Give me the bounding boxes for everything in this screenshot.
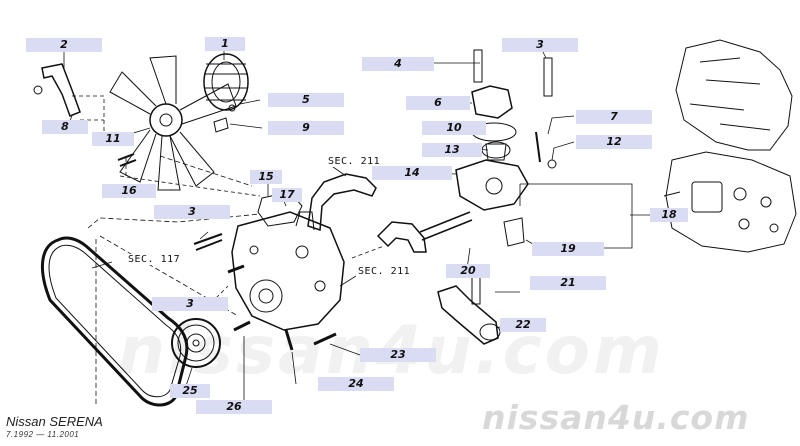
callout-1[interactable]: 1 xyxy=(205,37,245,51)
callout-19[interactable]: 19 xyxy=(532,242,604,256)
leader-lines xyxy=(63,45,650,404)
callout-24[interactable]: 24 xyxy=(318,377,394,391)
lower-hose xyxy=(376,221,427,253)
callout-22[interactable]: 22 xyxy=(500,318,546,332)
water-pump xyxy=(231,211,345,331)
bolt-3c xyxy=(227,264,245,274)
bolt-24 xyxy=(284,329,294,351)
callout-3-mid[interactable]: 3 xyxy=(154,205,230,219)
callout-14[interactable]: 14 xyxy=(372,166,452,180)
bolt-21 xyxy=(471,273,481,305)
callout-8[interactable]: 8 xyxy=(42,120,88,134)
cooling-fan xyxy=(109,55,237,191)
callout-23[interactable]: 23 xyxy=(360,348,436,362)
callout-9[interactable]: 9 xyxy=(268,121,344,135)
fan-coupling xyxy=(203,53,249,111)
nut-5 xyxy=(228,104,236,112)
callout-21[interactable]: 21 xyxy=(530,276,606,290)
callout-11[interactable]: 11 xyxy=(92,132,134,146)
callout-2[interactable]: 2 xyxy=(26,38,102,52)
sensor-7 xyxy=(535,131,541,163)
section-ref-211-lower: SEC. 211 xyxy=(356,266,413,277)
callout-4[interactable]: 4 xyxy=(362,57,434,71)
callout-17[interactable]: 17 xyxy=(272,188,302,202)
bolt-23 xyxy=(313,332,337,346)
washer-9 xyxy=(213,117,229,133)
upper-hose xyxy=(307,173,377,232)
callout-5[interactable]: 5 xyxy=(268,93,344,107)
fitting-20 xyxy=(419,211,473,241)
callout-7[interactable]: 7 xyxy=(576,110,652,124)
thermo-switch-19 xyxy=(503,217,525,247)
crank-pulley xyxy=(171,318,221,368)
washer-12 xyxy=(547,159,557,169)
water-outlet-22 xyxy=(437,285,501,345)
callout-15[interactable]: 15 xyxy=(250,170,282,184)
callout-10[interactable]: 10 xyxy=(422,121,486,135)
callout-18[interactable]: 18 xyxy=(650,208,688,222)
bypass-hose xyxy=(33,63,81,117)
callout-20[interactable]: 20 xyxy=(446,264,490,278)
callout-25[interactable]: 25 xyxy=(170,384,210,398)
callout-26[interactable]: 26 xyxy=(196,400,272,414)
thermostat-housing xyxy=(455,85,529,211)
bolt-4 xyxy=(473,49,483,83)
callout-12[interactable]: 12 xyxy=(576,135,652,149)
callout-6[interactable]: 6 xyxy=(406,96,470,110)
bolt-3a xyxy=(543,57,553,97)
vehicle-model: Nissan SERENA xyxy=(6,414,103,429)
bolt-3b xyxy=(193,233,223,251)
callout-3-low[interactable]: 3 xyxy=(152,297,228,311)
section-ref-211-upper: SEC. 211 xyxy=(326,156,383,167)
production-period: 7.1992 — 11.2001 xyxy=(6,430,80,439)
callout-3-top[interactable]: 3 xyxy=(502,38,578,52)
callout-13[interactable]: 13 xyxy=(422,143,482,157)
callout-16[interactable]: 16 xyxy=(102,184,156,198)
watermark-small: nissan4u.com xyxy=(482,398,750,437)
section-ref-117: SEC. 117 xyxy=(126,254,183,265)
bolt-16 xyxy=(117,153,137,167)
stud-26 xyxy=(233,320,251,332)
